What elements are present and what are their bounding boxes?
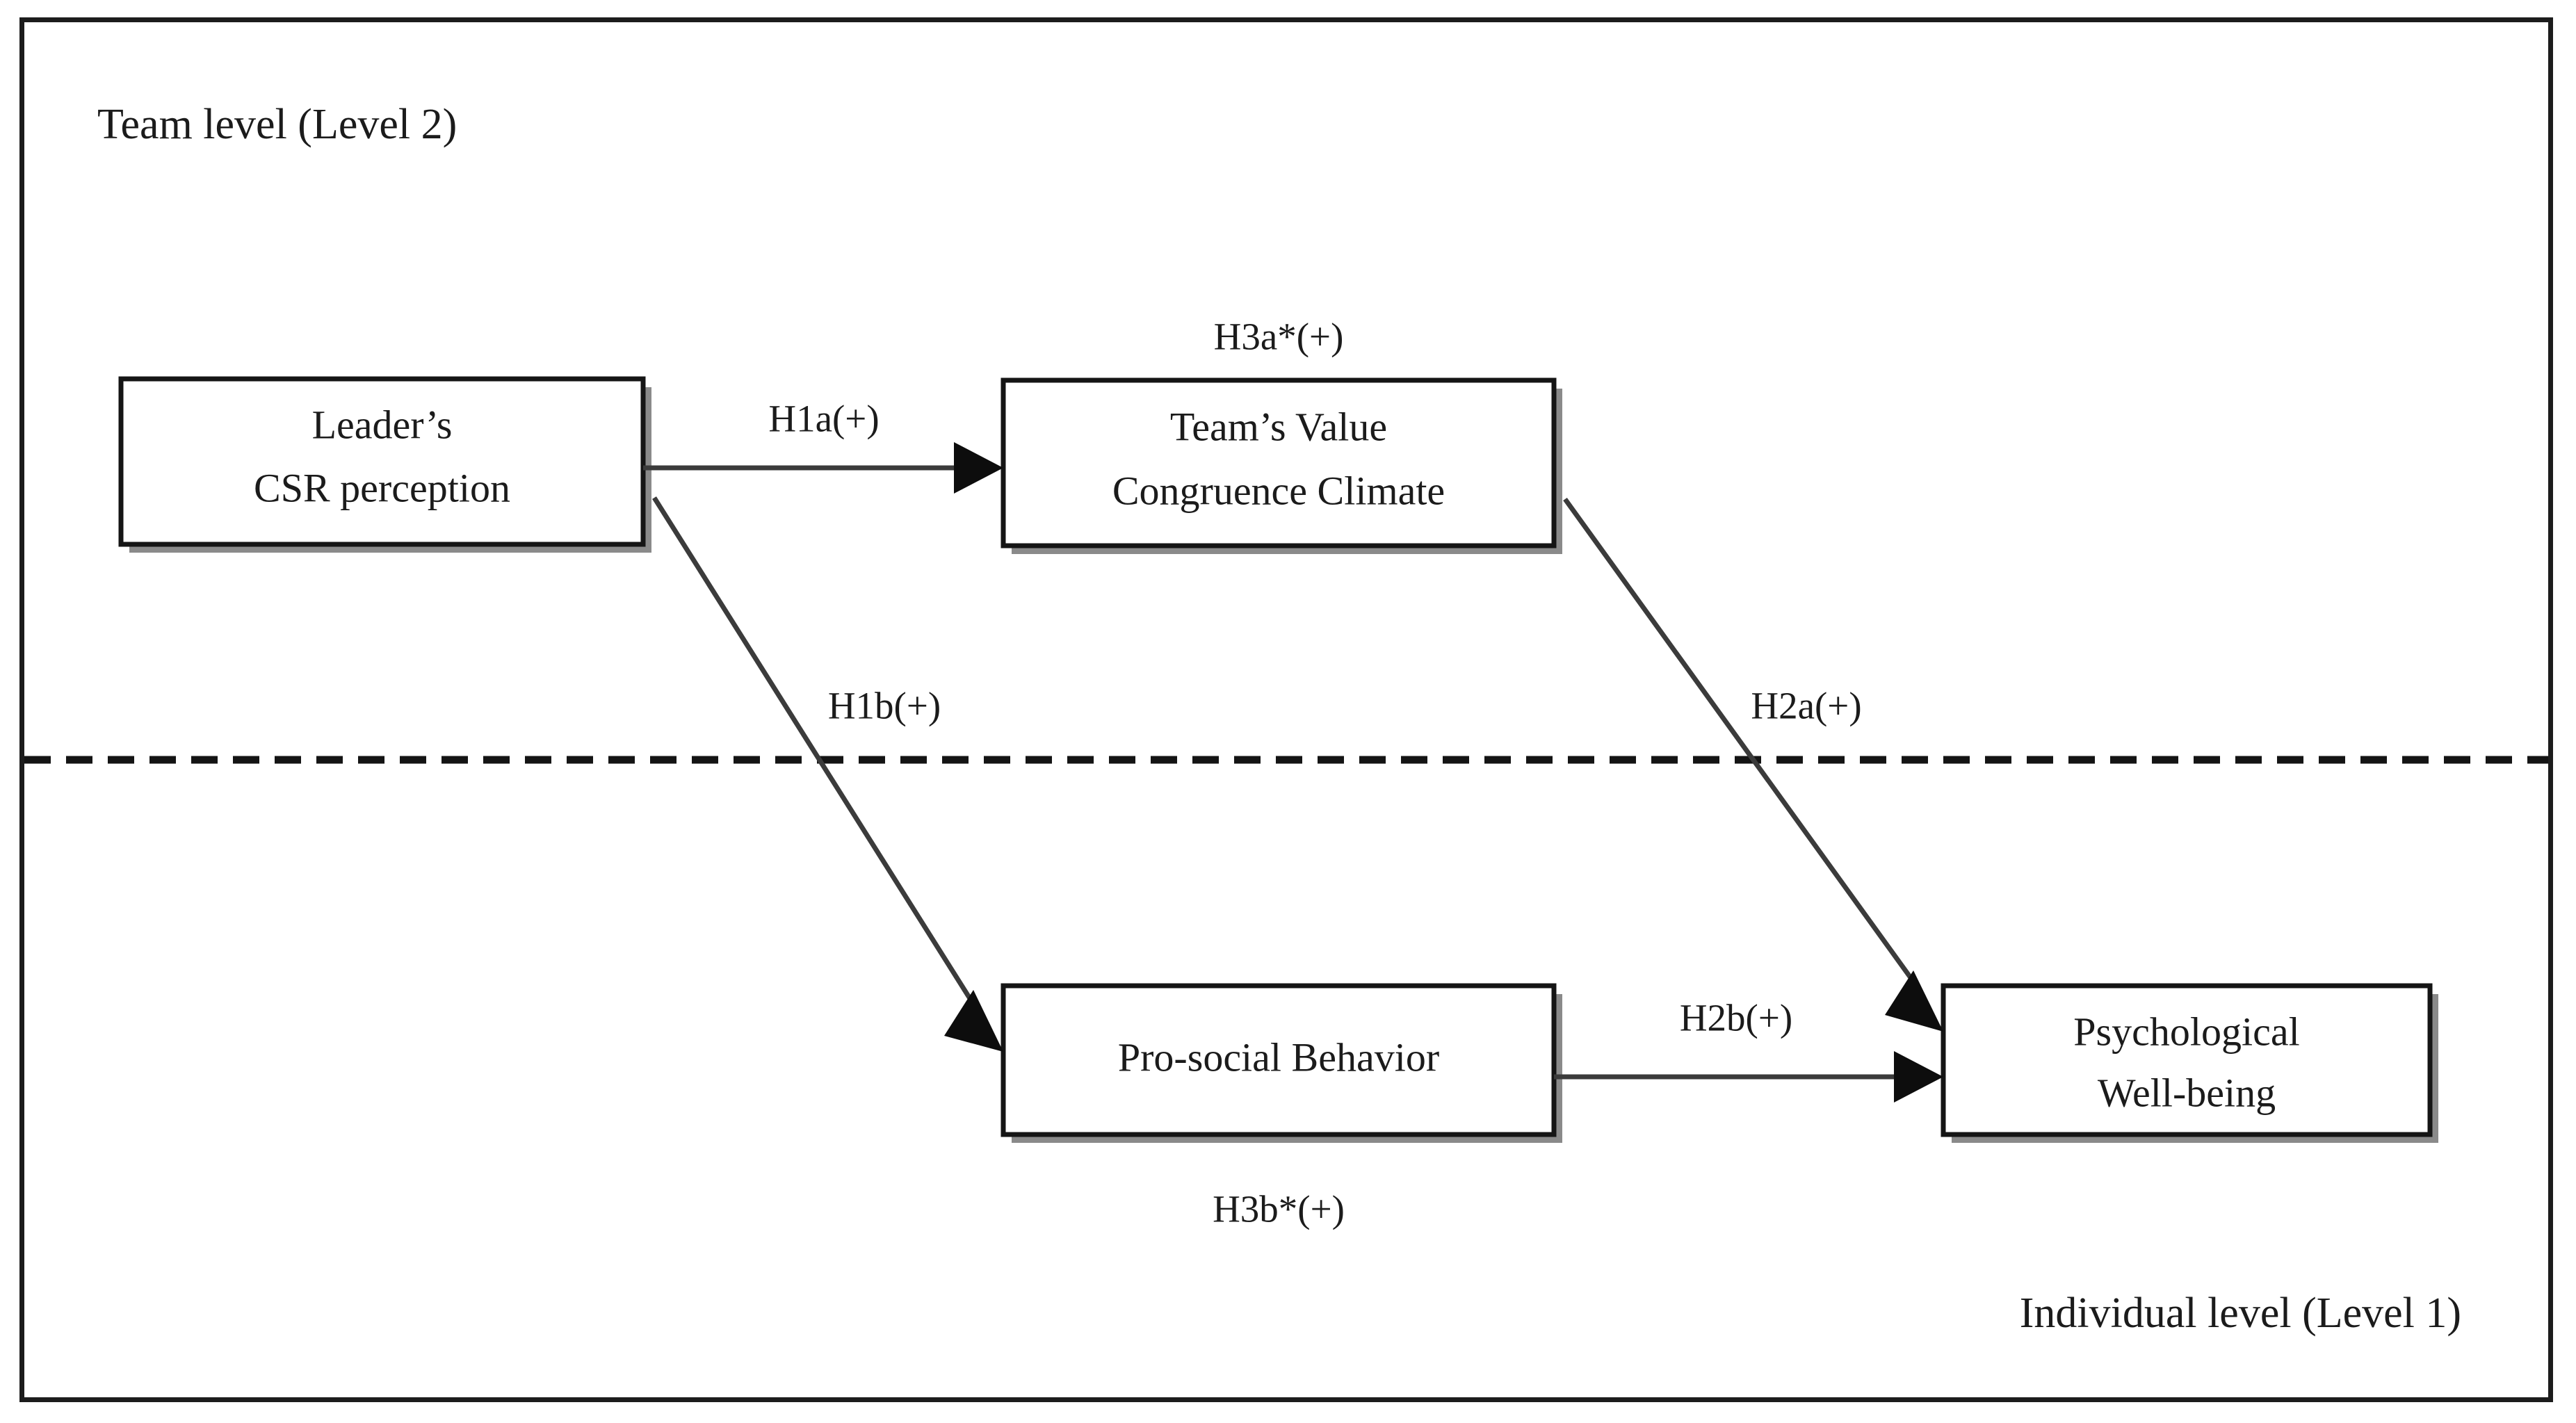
individual-level-caption: Individual level (Level 1): [2020, 1290, 2461, 1337]
edge-h2b-arrowhead: [1894, 1051, 1943, 1103]
edge-h2a-label: H2a(+): [1751, 685, 1861, 727]
edge-h1b[interactable]: H1b(+): [652, 496, 1003, 1052]
edge-h2b-label: H2b(+): [1680, 997, 1792, 1039]
edge-h1b-arrowhead: [944, 990, 1003, 1052]
edge-h1b-label: H1b(+): [828, 685, 941, 727]
node-label-line-1: Psychological: [2073, 1009, 2299, 1054]
node-label-line-2: Well-being: [2098, 1070, 2276, 1115]
node-body: [1941, 983, 2433, 1137]
moderator-label-h3a: H3a*(+): [1214, 316, 1344, 358]
node-label-line-2: CSR perception: [254, 465, 510, 510]
moderator-label-h3b: H3b*(+): [1213, 1188, 1345, 1230]
edge-h2a[interactable]: H2a(+): [1563, 497, 1943, 1032]
edge-h1a-arrowhead: [954, 442, 1003, 494]
team-level-caption: Team level (Level 2): [97, 101, 457, 148]
node-label-line-1: Pro-social Behavior: [1118, 1034, 1439, 1080]
edge-h2a-arrowhead: [1885, 970, 1943, 1032]
edge-h1a[interactable]: H1a(+): [643, 398, 1003, 494]
node-psychological-well-being[interactable]: Psychological Well-being: [1941, 983, 2438, 1143]
node-leaders-csr-perception[interactable]: Leader’s CSR perception: [118, 376, 651, 553]
edge-h2a-line: [1563, 497, 1915, 984]
edge-h1b-line: [652, 496, 973, 1001]
node-label-line-1: Leader’s: [312, 402, 453, 447]
edge-h1a-label: H1a(+): [768, 398, 879, 440]
node-body: [1001, 983, 1557, 1137]
node-team-value-congruence-climate[interactable]: Team’s Value Congruence Climate: [1001, 377, 1562, 554]
figure-frame: [19, 17, 2553, 1402]
edge-h2b[interactable]: H2b(+): [1554, 997, 1943, 1103]
node-body: [118, 376, 646, 547]
node-label-line-1: Team’s Value: [1170, 404, 1387, 449]
node-body: [1001, 377, 1557, 548]
node-pro-social-behavior[interactable]: Pro-social Behavior: [1001, 983, 1562, 1143]
node-label-line-2: Congruence Climate: [1112, 468, 1445, 513]
